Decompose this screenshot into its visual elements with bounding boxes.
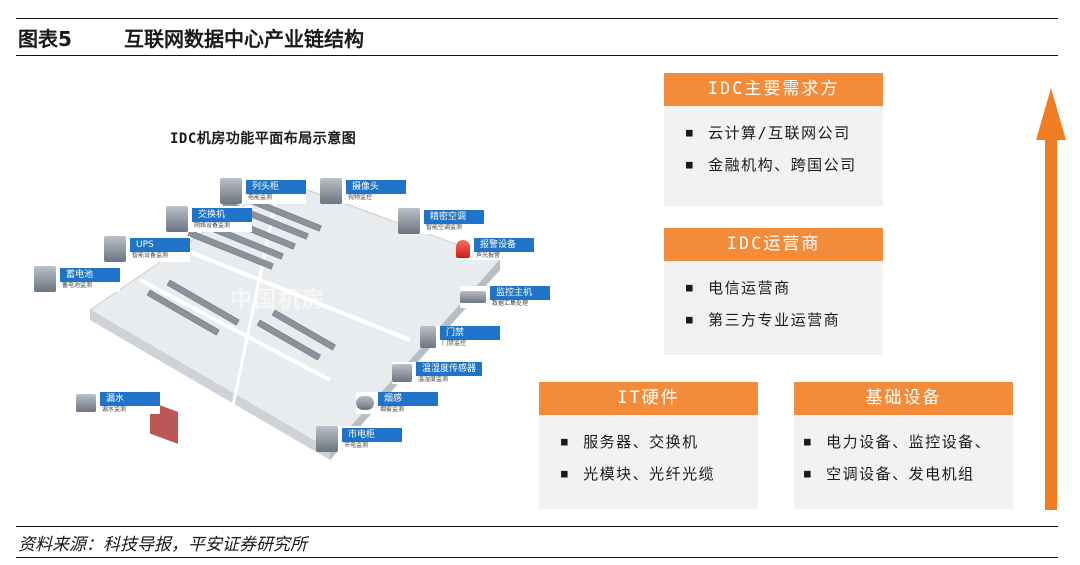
infrastructure-header: 基础设备: [794, 382, 1013, 415]
host-icon: [460, 291, 486, 303]
callout-alarm: 报警设备声光报警: [456, 238, 534, 260]
demand-header: IDC主要需求方: [664, 73, 883, 106]
door-access-icon: [420, 326, 436, 348]
hardware-box: IT硬件 服务器、交换机 光模块、光纤光缆: [539, 382, 758, 509]
alarm-icon: [456, 240, 470, 258]
figure-footer: 资料来源：科技导报，平安证券研究所: [16, 526, 1058, 558]
list-item: 云计算/互联网公司: [686, 118, 883, 150]
wall-1: [179, 246, 411, 342]
floor-plan-illustration: [89, 179, 501, 460]
list-item: 电信运营商: [686, 273, 883, 305]
callout-camera: 摄像头视频监控: [320, 178, 406, 204]
figure-header: 图表5 互联网数据中心产业链结构: [16, 18, 1058, 56]
operator-box: IDC运营商 电信运营商 第三方专业运营商: [664, 228, 883, 355]
air-conditioner-icon: [398, 208, 420, 234]
source-note: 资料来源：科技导报，平安证券研究所: [18, 534, 307, 555]
callout-water-leak: 漏水漏水监测: [76, 392, 160, 414]
callout-precision-ac: 精密空调智能空调监测: [398, 208, 484, 234]
callout-temp-humidity: 温湿度传感器温湿度监测: [392, 362, 483, 384]
thermometer-icon: [392, 364, 412, 382]
idc-floor-plan-diagram: IDC机房功能平面布局示意图 中国机房 列头柜电能监测 摄像头视频监控 交换机网…: [30, 120, 550, 470]
camera-icon: [320, 178, 342, 204]
list-item: 金融机构、跨国公司: [686, 150, 883, 182]
demand-box: IDC主要需求方 云计算/互联网公司 金融机构、跨国公司: [664, 73, 883, 206]
cabinet-icon: [220, 178, 242, 204]
figure-title: 互联网数据中心产业链结构: [124, 26, 364, 51]
figure-label: 图表5: [18, 26, 72, 51]
hardware-header: IT硬件: [539, 382, 758, 415]
list-item: 第三方专业运营商: [686, 305, 883, 337]
callout-mains-cabinet: 市电柜市电监测: [316, 426, 402, 452]
list-item: 光模块、光纤光缆: [561, 459, 758, 491]
list-item: 服务器、交换机: [561, 427, 758, 459]
water-leak-icon: [76, 394, 96, 412]
list-item: 电力设备、监控设备、: [804, 427, 1013, 459]
floor-edge-left: [90, 310, 330, 460]
mains-cabinet-icon: [316, 426, 338, 452]
callout-battery: 蓄电池蓄电池监测: [34, 266, 120, 292]
diagram-title: IDC机房功能平面布局示意图: [170, 131, 357, 147]
watermark-text: 中国机房: [230, 288, 327, 313]
wall-2: [139, 278, 331, 382]
ups-icon: [104, 236, 126, 262]
callout-monitor-host: 监控主机数据汇集处理: [460, 286, 550, 308]
list-item: 空调设备、发电机组: [804, 459, 1013, 491]
operator-header: IDC运营商: [664, 228, 883, 261]
callout-switch: 交换机网络设备监测: [166, 206, 252, 232]
battery-icon: [34, 266, 56, 292]
switch-icon: [166, 206, 188, 232]
infrastructure-box: 基础设备 电力设备、监控设备、 空调设备、发电机组: [794, 382, 1013, 509]
smoke-detector-icon: [356, 396, 374, 410]
upward-arrow-icon: [1036, 88, 1066, 510]
callout-access-control: 门禁门禁监控: [420, 326, 500, 348]
callout-column-cabinet: 列头柜电能监测: [220, 178, 306, 204]
callout-smoke: 烟感烟雾监测: [356, 392, 438, 414]
